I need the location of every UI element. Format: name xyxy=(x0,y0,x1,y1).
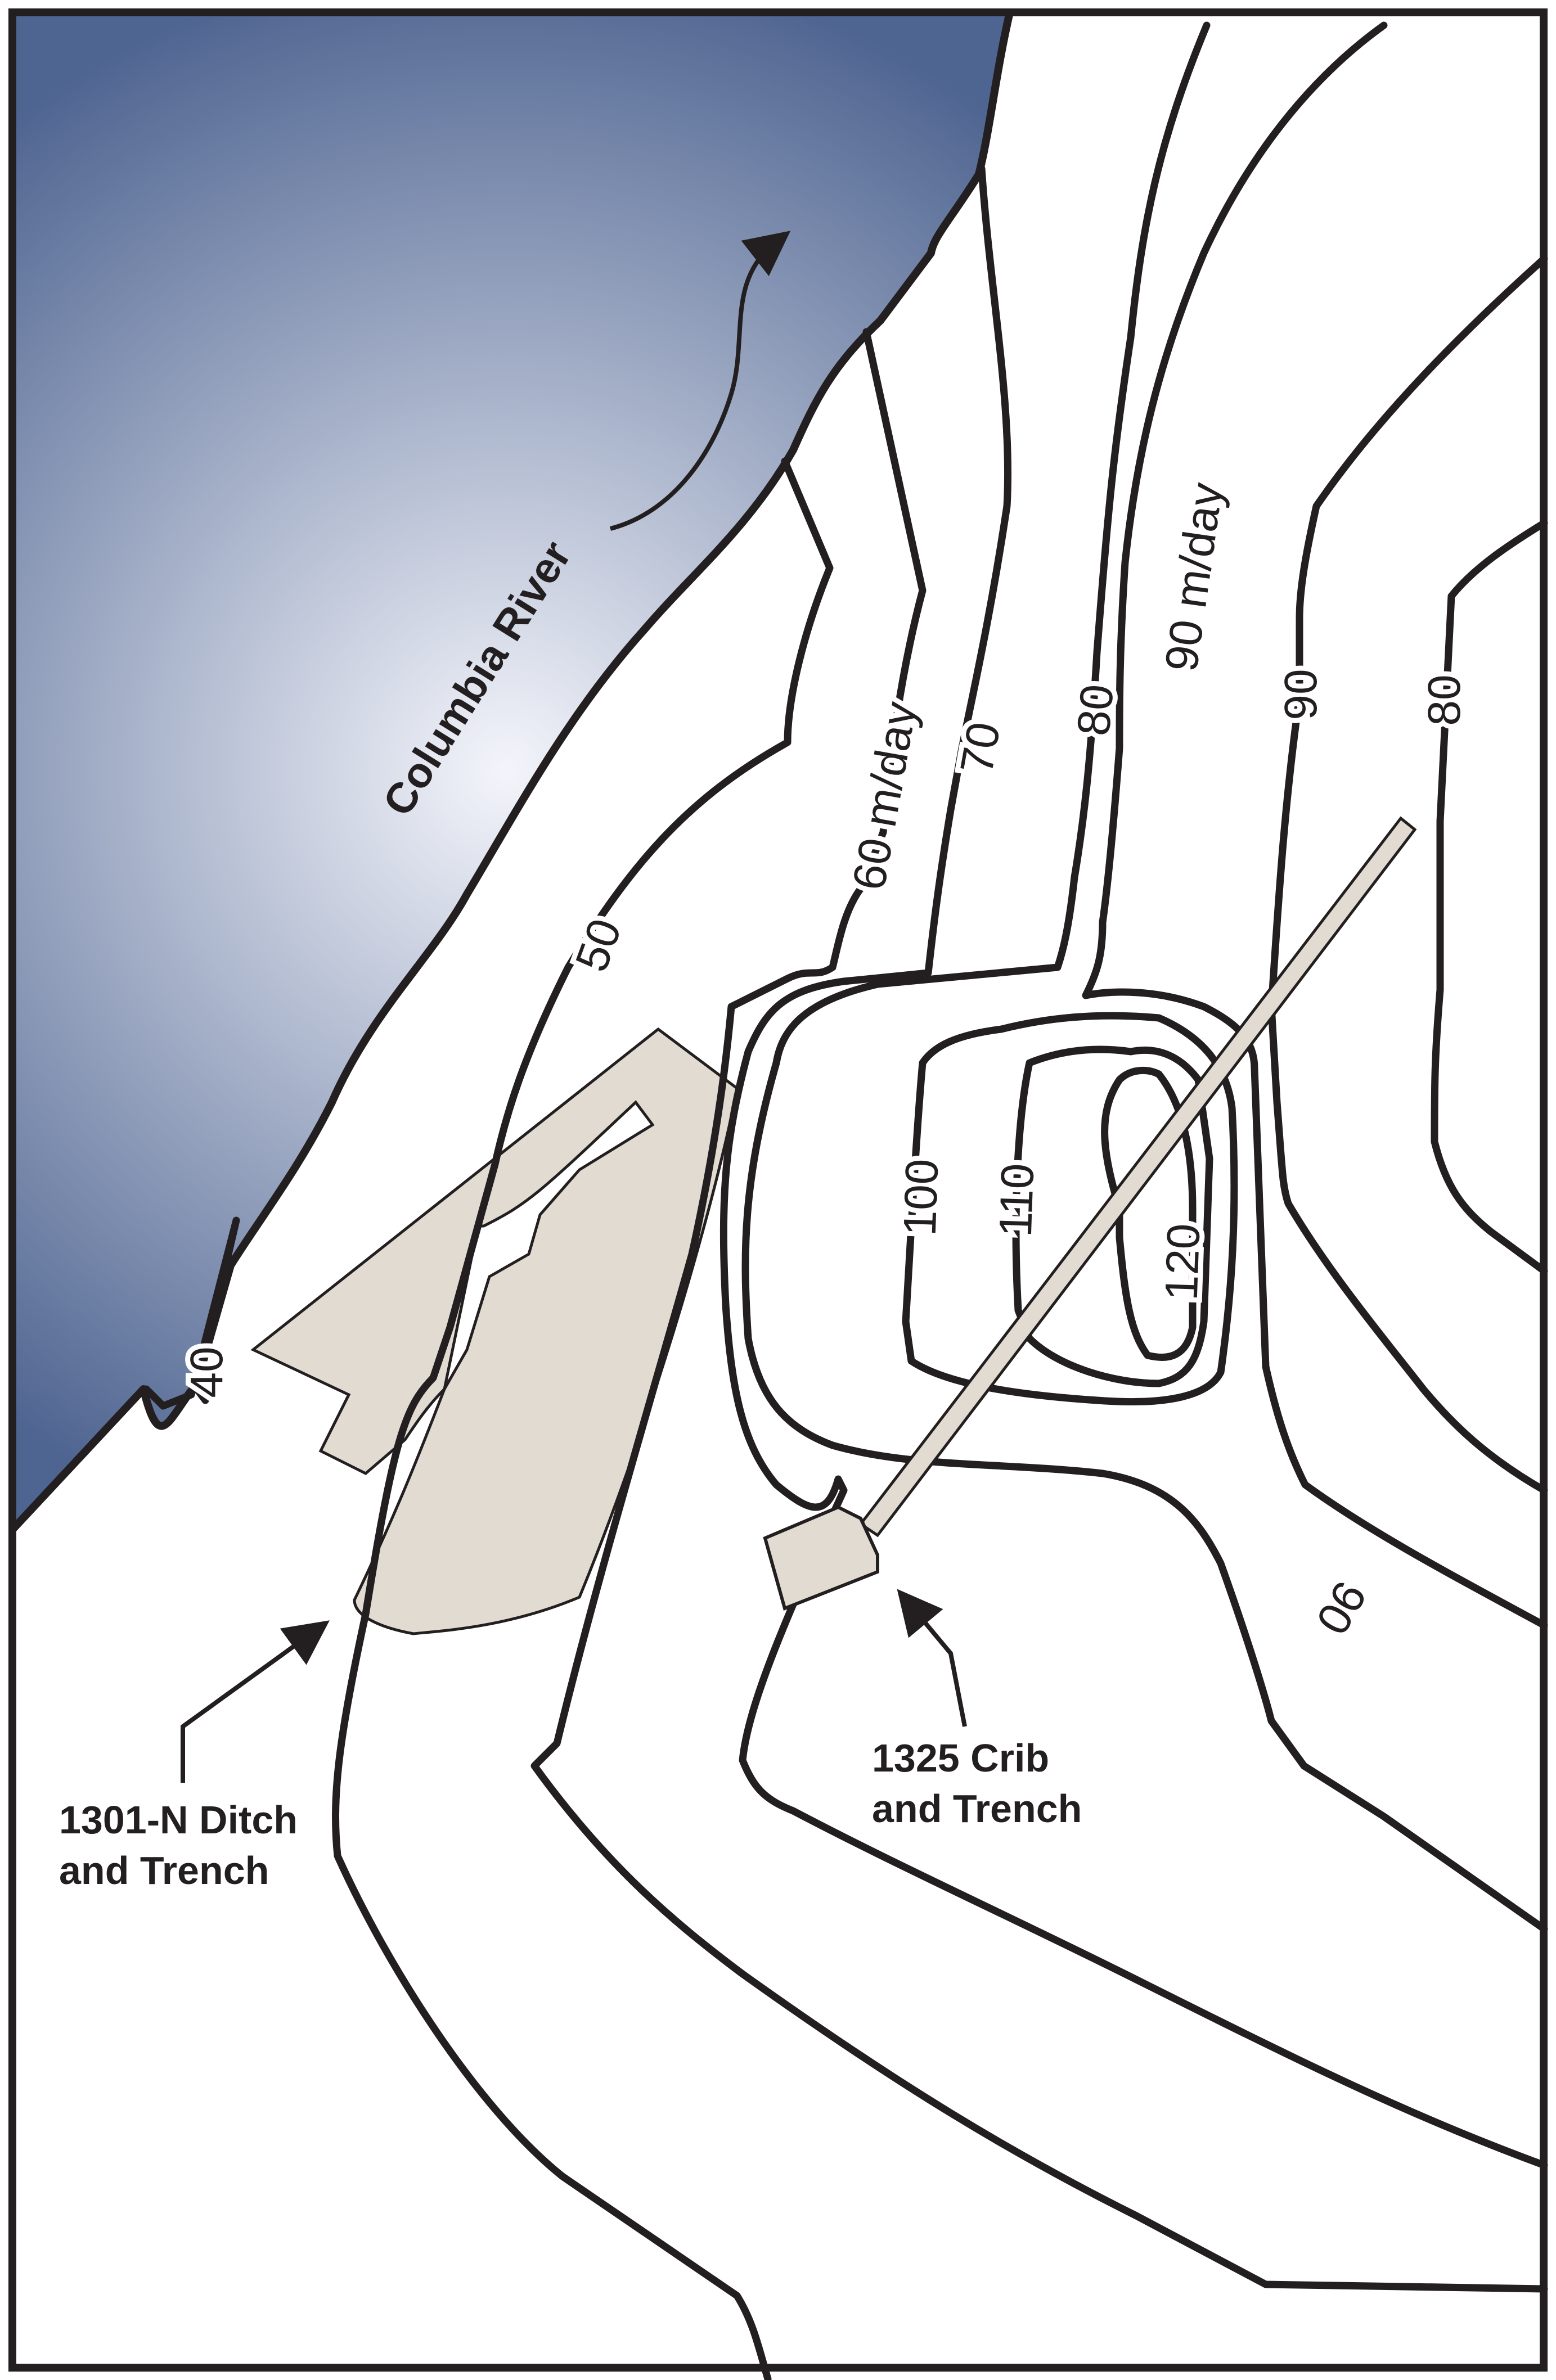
contour-label-120: 120 xyxy=(1156,1223,1210,1301)
contour-90-outer xyxy=(1267,255,1548,1494)
crib-site xyxy=(763,1505,879,1611)
contour-70 xyxy=(719,165,1548,2169)
contour-label-100: 100 xyxy=(894,1158,948,1237)
contour-50 xyxy=(332,457,834,2380)
contour-label-60: 60 m/day xyxy=(843,698,927,894)
map-frame xyxy=(8,8,1548,2372)
crib-pointer-arrow xyxy=(897,1589,967,1727)
ditch-channel xyxy=(443,1100,655,1390)
contour-label-110: 110 xyxy=(990,1162,1044,1238)
contour-lines xyxy=(142,21,1548,2380)
contour-60 xyxy=(530,328,1548,2293)
contour-90-inner xyxy=(1082,21,1548,1629)
contour-100 xyxy=(902,1012,1238,1406)
contour-label-90c: 90 xyxy=(1306,1573,1376,1643)
contour-label-90a: 90 m/day xyxy=(1155,480,1233,675)
ditch-label-line1: 1301-N Ditch xyxy=(59,1798,298,1842)
crib-label-line1: 1325 Crib xyxy=(872,1736,1049,1780)
contour-label-50: 50 xyxy=(566,912,632,978)
columbia-river-area xyxy=(8,8,1014,1534)
contour-80-east xyxy=(1431,519,1548,1275)
crib-label-line2: and Trench xyxy=(872,1787,1082,1831)
contour-label-70: 70 xyxy=(951,718,1010,778)
contour-80 xyxy=(741,21,1548,1933)
contour-label-80b: 80 xyxy=(1419,674,1470,725)
contour-label-40: 40 xyxy=(181,1346,232,1398)
contour-40 xyxy=(142,1216,240,1410)
river-flow-arrow xyxy=(609,231,791,531)
contour-label-90b: 90 xyxy=(1275,669,1326,720)
contour-120 xyxy=(1101,1066,1197,1361)
contour-label-80a: 80 xyxy=(1068,682,1123,738)
crib-trench xyxy=(858,816,1417,1538)
contour-110 xyxy=(1012,1045,1213,1387)
ditch-label-line2: and Trench xyxy=(59,1849,269,1892)
ditch-pointer-arrow xyxy=(181,1620,330,1783)
